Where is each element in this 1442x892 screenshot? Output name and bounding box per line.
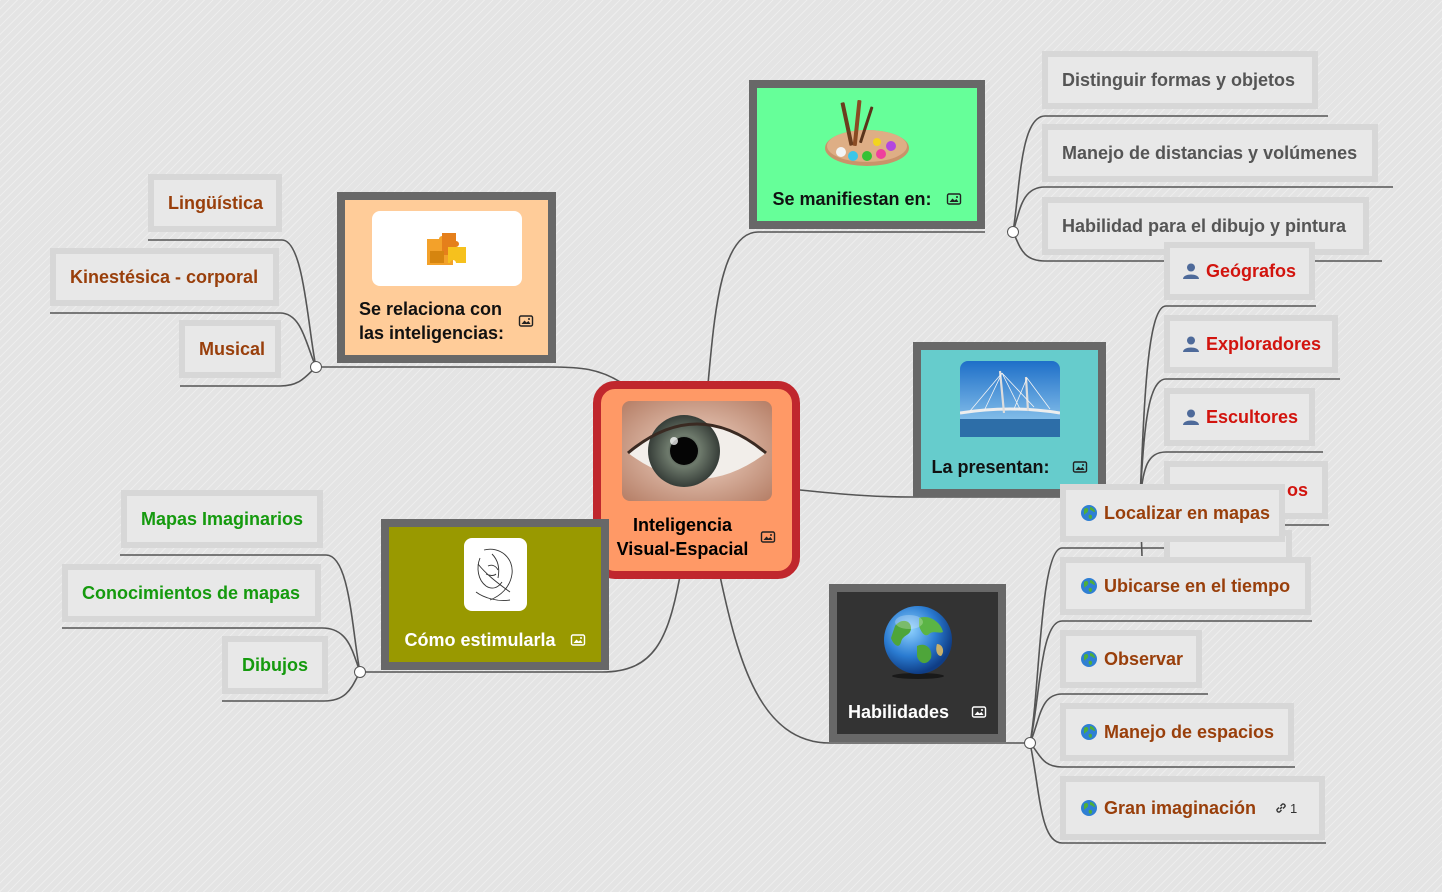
puzzle-image <box>345 211 548 286</box>
leaf-distinguir-formas[interactable]: Distinguir formas y objetos <box>1042 51 1318 109</box>
image-icon[interactable] <box>946 191 962 207</box>
topic-se-relaciona[interactable]: Se relaciona con las inteligencias: <box>337 192 556 363</box>
image-icon[interactable] <box>760 529 776 545</box>
leaf-label: Kinestésica - corporal <box>70 266 259 287</box>
leaf-gran-imaginacion[interactable]: Gran imaginación 1 <box>1060 776 1325 840</box>
leaf-localizar-en-mapas[interactable]: Localizar en mapas <box>1060 484 1285 542</box>
leaf-dibujos[interactable]: Dibujos <box>222 636 328 694</box>
topic-habilidades[interactable]: Habilidades <box>829 584 1006 742</box>
link-icon[interactable] <box>1274 801 1288 815</box>
leaf-label: Mapas Imaginarios <box>141 508 304 529</box>
leaf-label: Manejo de espacios <box>1104 721 1275 742</box>
sketch-image <box>389 538 601 611</box>
leaf-label: Localizar en mapas <box>1104 502 1271 523</box>
leaf-label: os <box>1286 479 1308 500</box>
leaf-label: Exploradores <box>1206 333 1322 354</box>
image-icon[interactable] <box>971 704 987 720</box>
leaf-mapas-imaginarios[interactable]: Mapas Imaginarios <box>121 490 323 548</box>
globe-icon <box>1080 504 1098 522</box>
leaf-linguistica[interactable]: Lingüística <box>148 174 282 232</box>
eye-image <box>601 401 792 501</box>
collapse-knob-habilidades[interactable] <box>1024 737 1036 749</box>
topic-la-presentan[interactable]: La presentan: <box>913 342 1106 497</box>
leaf-manejo-distancias[interactable]: Manejo de distancias y volúmenes <box>1042 124 1378 182</box>
leaf-label: Lingüística <box>168 192 264 213</box>
leaf-musical[interactable]: Musical <box>179 320 281 378</box>
leaf-kinestesica[interactable]: Kinestésica - corporal <box>50 248 279 306</box>
collapse-knob-manifiestan[interactable] <box>1007 226 1019 238</box>
leaf-label: Musical <box>199 338 266 359</box>
topic-label: Habilidades <box>847 702 950 722</box>
palette-image <box>757 98 977 170</box>
leaf-geografos[interactable]: Geógrafos <box>1164 242 1315 300</box>
collapse-knob-relaciona[interactable] <box>310 361 322 373</box>
globe-image <box>837 604 998 680</box>
leaf-label: Distinguir formas y objetos <box>1062 69 1296 90</box>
person-icon <box>1182 408 1200 426</box>
central-topic-label: Inteligencia Visual-Espacial <box>616 515 749 559</box>
leaf-escultores[interactable]: Escultores <box>1164 388 1315 446</box>
globe-icon <box>1080 723 1098 741</box>
image-icon[interactable] <box>518 313 534 329</box>
leaf-exploradores[interactable]: Exploradores <box>1164 315 1338 373</box>
leaf-label: Observar <box>1104 648 1184 669</box>
bridge-image <box>921 361 1098 437</box>
leaf-label: Dibujos <box>242 654 308 675</box>
topic-label: La presentan: <box>931 457 1050 477</box>
leaf-label: Ubicarse en el tiempo <box>1104 575 1291 596</box>
central-topic[interactable]: Inteligencia Visual-Espacial <box>593 381 800 579</box>
leaf-label: Geógrafos <box>1206 260 1297 281</box>
topic-label: Se manifiestan en: <box>772 189 932 209</box>
person-icon <box>1182 335 1200 353</box>
leaf-label: Escultores <box>1206 406 1299 427</box>
image-icon[interactable] <box>570 632 586 648</box>
globe-icon <box>1080 577 1098 595</box>
person-icon <box>1182 262 1200 280</box>
leaf-observar[interactable]: Observar <box>1060 630 1202 688</box>
globe-icon <box>1080 799 1098 817</box>
link-count: 1 <box>1290 800 1298 816</box>
leaf-manejo-de-espacios[interactable]: Manejo de espacios <box>1060 703 1294 761</box>
leaf-label: Manejo de distancias y volúmenes <box>1062 142 1358 163</box>
topic-label: Se relaciona con las inteligencias: <box>358 299 505 343</box>
image-icon[interactable] <box>1072 459 1088 475</box>
leaf-label: Gran imaginación <box>1104 797 1257 818</box>
topic-se-manifiestan[interactable]: Se manifiestan en: <box>749 80 985 229</box>
topic-como-estimularla[interactable]: Cómo estimularla <box>381 519 609 670</box>
leaf-label: Conocimientos de mapas <box>82 582 301 603</box>
topic-label: Cómo estimularla <box>404 630 556 650</box>
leaf-ubicarse-en-el-tiempo[interactable]: Ubicarse en el tiempo <box>1060 557 1311 615</box>
leaf-label: Habilidad para el dibujo y pintura <box>1062 215 1347 236</box>
leaf-conocimientos-de-mapas[interactable]: Conocimientos de mapas <box>62 564 321 622</box>
collapse-knob-estimular[interactable] <box>354 666 366 678</box>
globe-icon <box>1080 650 1098 668</box>
